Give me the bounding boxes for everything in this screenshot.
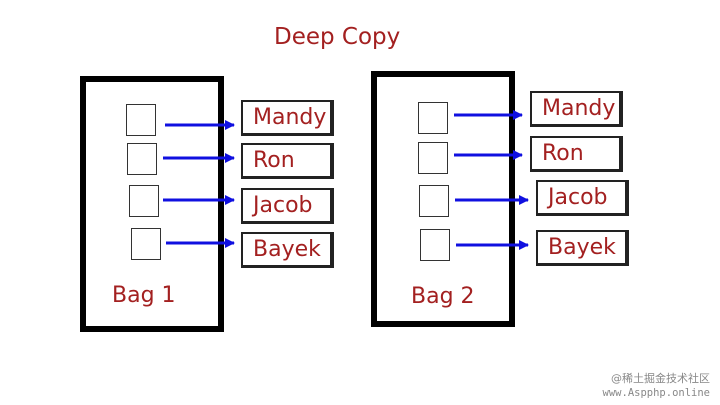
bag-1-item-ron: Ron bbox=[241, 143, 334, 179]
bag-1-item-bayek: Bayek bbox=[241, 232, 334, 268]
bag-1-item-mandy: Mandy bbox=[241, 100, 334, 136]
bag-1-item-jacob: Jacob bbox=[241, 188, 334, 224]
diagram-title: Deep Copy bbox=[274, 24, 401, 50]
bag-2-item-ron: Ron bbox=[530, 136, 623, 172]
watermark: @稀土掘金技术社区 www.Aspphp.online bbox=[603, 371, 710, 401]
bag-1-slot-3 bbox=[129, 185, 159, 217]
watermark-line-2: www.Aspphp.online bbox=[602, 387, 710, 399]
bag-2-label: Bag 2 bbox=[411, 284, 475, 309]
bag-1-label: Bag 1 bbox=[112, 283, 176, 308]
bag-2-item-jacob: Jacob bbox=[536, 180, 629, 216]
bag-2-item-bayek: Bayek bbox=[536, 230, 629, 266]
bag-1-slot-4 bbox=[131, 228, 161, 260]
bag-1-slot-2 bbox=[127, 143, 157, 175]
bag-2-item-mandy: Mandy bbox=[530, 91, 623, 127]
bag-2-slot-3 bbox=[419, 185, 449, 217]
bag-2-slot-4 bbox=[420, 229, 450, 261]
bag-2-slot-1 bbox=[418, 102, 448, 134]
bag-2-slot-2 bbox=[418, 142, 448, 174]
bag-1-slot-1 bbox=[126, 104, 156, 136]
watermark-line-1: @稀土掘金技术社区 bbox=[611, 372, 710, 385]
